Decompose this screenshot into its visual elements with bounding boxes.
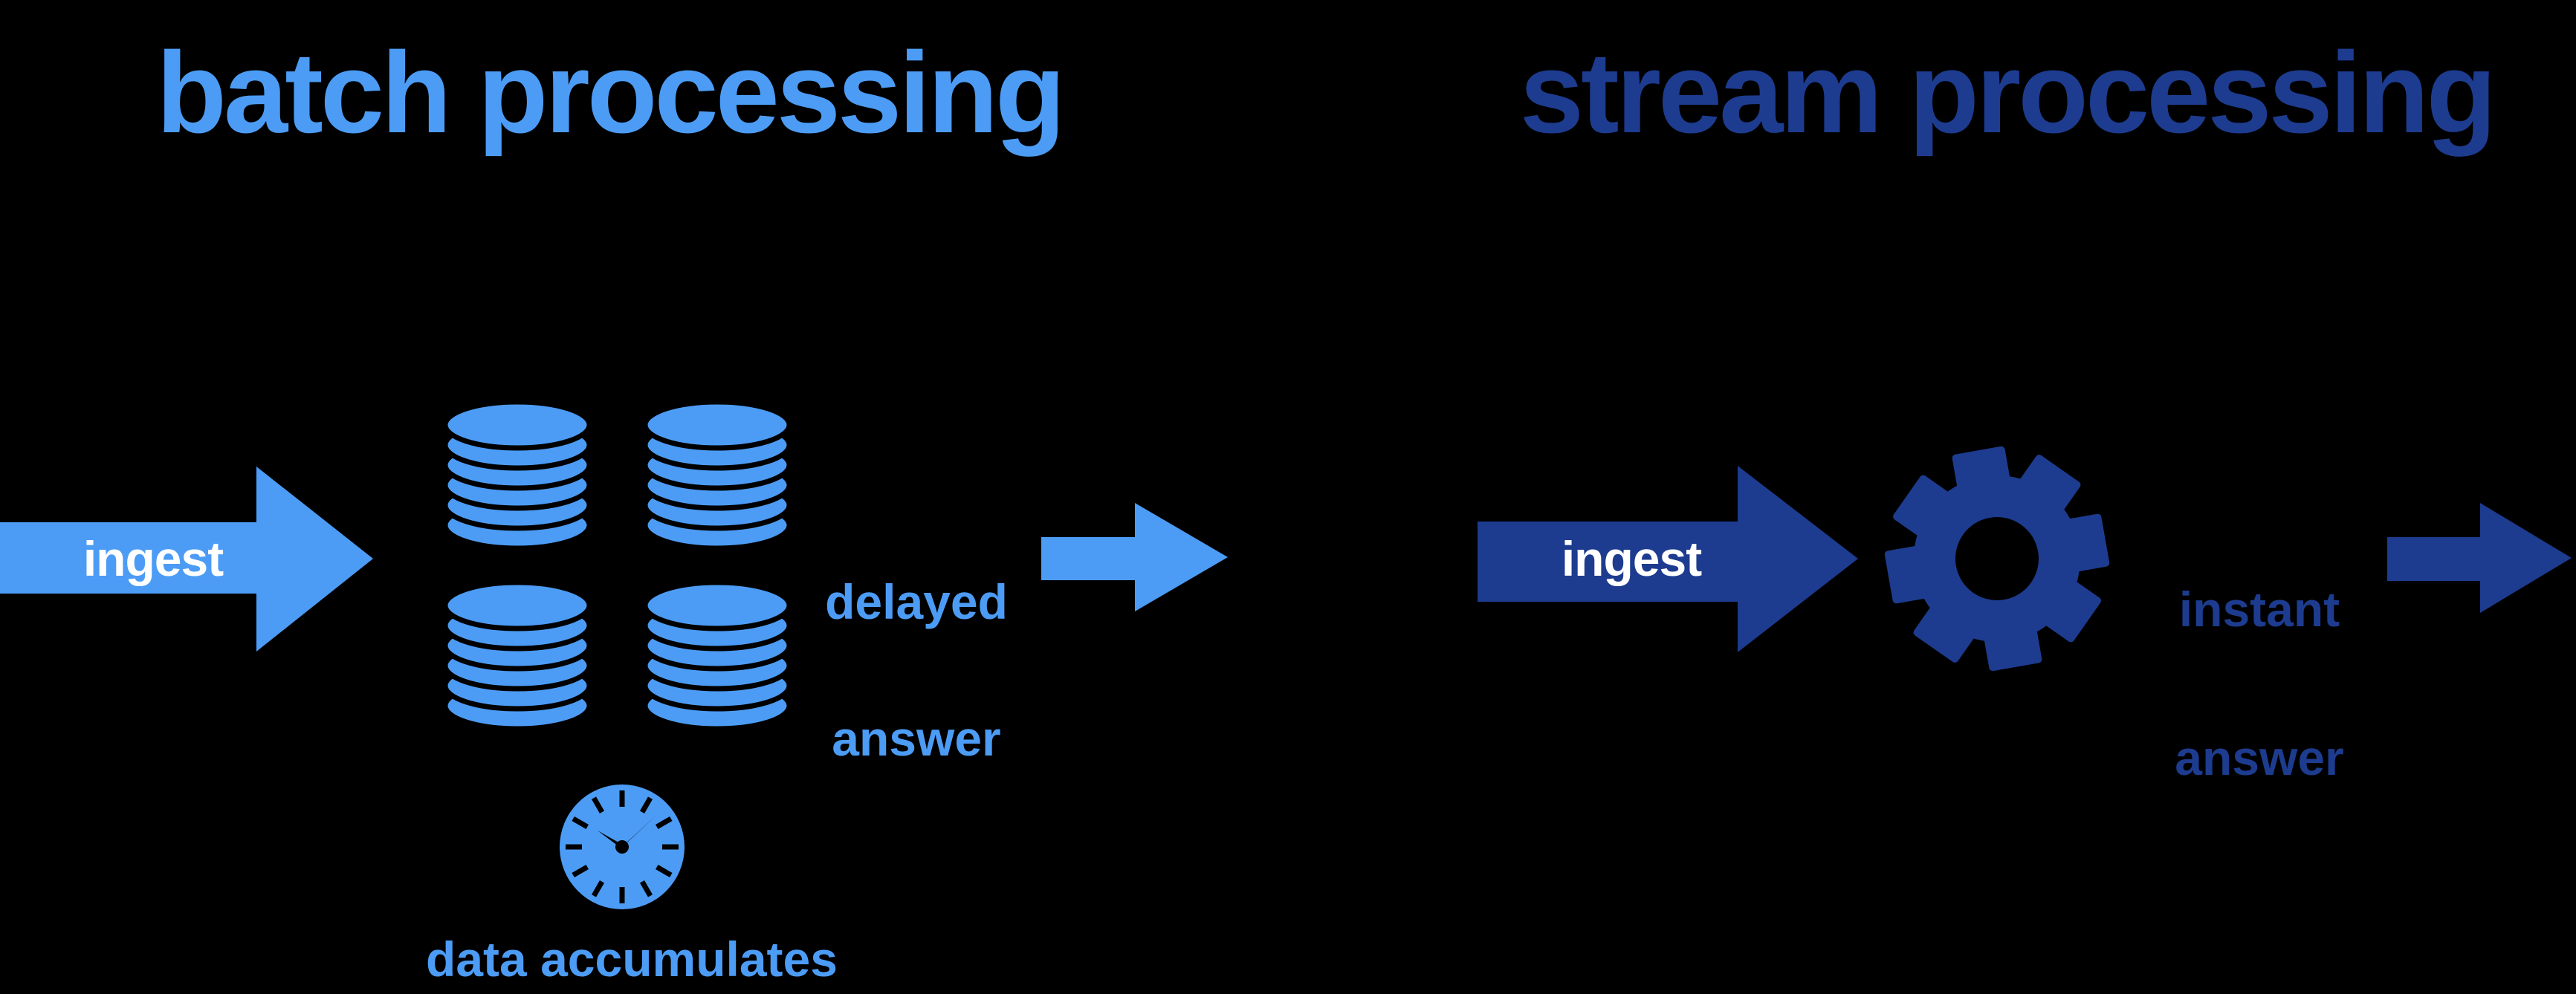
flow-arrow-icon [2387, 503, 2572, 613]
instant-answer-label: instant answer [2148, 498, 2371, 869]
clock-icon [560, 785, 685, 909]
database-stack-icon [642, 399, 792, 551]
ingest-arrow-label: ingest [82, 531, 224, 586]
flow-arrow-icon [1041, 503, 1228, 611]
ingest-arrow-icon [1478, 466, 1858, 652]
ingest-arrow-icon [0, 467, 373, 652]
database-stack-icon [442, 399, 592, 551]
data-accumulates-caption: data accumulates [426, 932, 838, 987]
database-stack-icon [442, 579, 592, 732]
delayed-answer-label: delayed answer [805, 499, 1028, 841]
stream-processing-title: stream processing [1519, 28, 2496, 157]
gear-icon [1884, 446, 2110, 672]
delayed-answer-line2: answer [832, 711, 1001, 766]
delayed-answer-line1: delayed [825, 574, 1008, 629]
instant-answer-line1: instant [2178, 582, 2340, 637]
batch-processing-title: batch processing [156, 28, 1065, 157]
instant-answer-line2: answer [2175, 730, 2344, 785]
database-stack-icon [642, 579, 792, 732]
ingest-arrow-label: ingest [1561, 531, 1702, 586]
